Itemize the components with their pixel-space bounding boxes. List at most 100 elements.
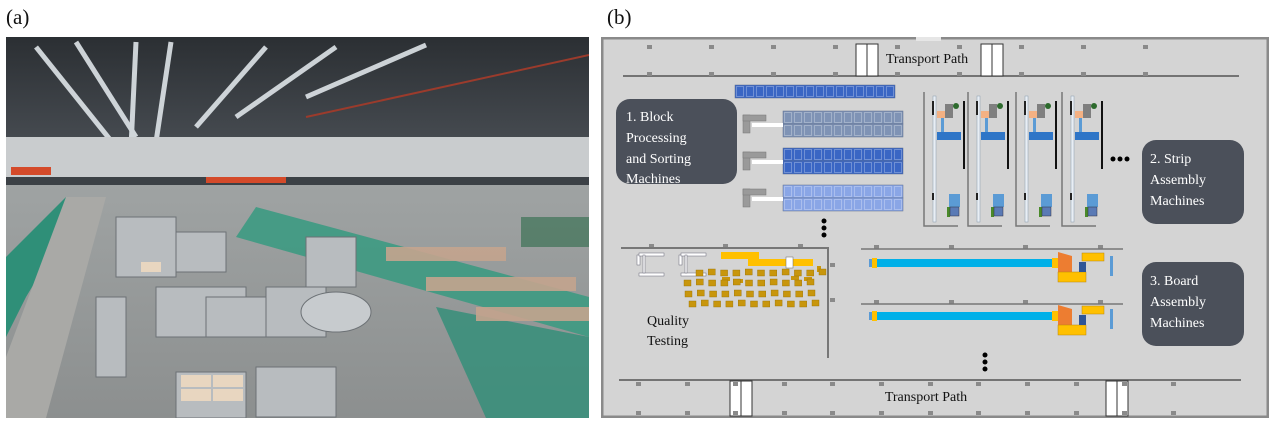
test-gate bbox=[785, 256, 794, 269]
storage-cell bbox=[866, 86, 874, 97]
doors bbox=[729, 43, 1129, 417]
skylights bbox=[34, 40, 427, 149]
storage-cell bbox=[884, 162, 892, 173]
storage-cell bbox=[804, 186, 812, 197]
storage-cell bbox=[884, 186, 892, 197]
conveyor-rows bbox=[386, 247, 589, 321]
storage-cell bbox=[784, 125, 792, 136]
pillar bbox=[949, 245, 954, 249]
pillar bbox=[957, 45, 962, 49]
door bbox=[740, 380, 753, 417]
strip-sensor bbox=[953, 103, 959, 109]
quality-box bbox=[709, 290, 717, 298]
pillar bbox=[976, 411, 981, 415]
quality-box bbox=[794, 269, 802, 277]
strip-machine-frame bbox=[923, 92, 958, 227]
storage-cell bbox=[814, 162, 822, 173]
strip-head bbox=[981, 111, 990, 118]
storage-cell bbox=[834, 186, 842, 197]
quality-box bbox=[744, 268, 753, 276]
pillars bbox=[636, 45, 1176, 415]
quality-box bbox=[794, 279, 802, 287]
storage-cell bbox=[784, 162, 792, 173]
quality-box bbox=[782, 279, 790, 287]
storage-cell bbox=[794, 125, 802, 136]
storage-cell bbox=[864, 186, 872, 197]
strip-guide bbox=[1055, 101, 1057, 169]
board-stop bbox=[1052, 311, 1058, 321]
storage-cell bbox=[816, 86, 824, 97]
strip-box bbox=[993, 206, 1004, 217]
transport-path-top-label: Transport Path bbox=[886, 52, 968, 67]
strip-machine-frame bbox=[967, 92, 1002, 227]
storage-cell bbox=[886, 86, 894, 97]
pillar bbox=[723, 244, 728, 248]
strip-guide bbox=[1007, 101, 1009, 169]
strip-head bbox=[1075, 111, 1084, 118]
storage-cell bbox=[804, 199, 812, 210]
storage-cell bbox=[874, 162, 882, 173]
pillar bbox=[1081, 72, 1086, 76]
quality-box bbox=[769, 278, 778, 286]
door bbox=[855, 43, 868, 77]
board-conveyor bbox=[877, 312, 1052, 320]
quality-box bbox=[806, 278, 815, 286]
strip-base bbox=[1039, 207, 1042, 217]
strip-spindle bbox=[1033, 118, 1036, 132]
storage-rack bbox=[782, 147, 904, 162]
storage-rack bbox=[782, 110, 904, 125]
quality-box bbox=[757, 269, 765, 277]
pillar bbox=[709, 72, 714, 76]
quality-box bbox=[811, 299, 820, 307]
pillar bbox=[928, 411, 933, 415]
strip-machine-frame bbox=[1015, 92, 1050, 227]
strip-conveyor bbox=[1075, 132, 1099, 140]
storage-cell bbox=[844, 199, 852, 210]
storage-cell bbox=[844, 149, 852, 160]
storage-cell bbox=[856, 86, 864, 97]
board-feeder bbox=[869, 259, 873, 267]
storage-cell bbox=[844, 162, 852, 173]
board-stop bbox=[1052, 258, 1058, 268]
storage-cell bbox=[854, 186, 862, 197]
quality-box bbox=[720, 279, 729, 287]
quality-box bbox=[697, 289, 705, 297]
sorting-arm bbox=[742, 188, 767, 196]
quality-box bbox=[721, 290, 730, 298]
storage-cell bbox=[864, 199, 872, 210]
strip-head bbox=[937, 111, 946, 118]
walkway-rail bbox=[6, 197, 106, 418]
pillar bbox=[949, 300, 954, 304]
storage-cell bbox=[794, 199, 802, 210]
block-processing-zone bbox=[734, 84, 904, 212]
storage-cell bbox=[784, 149, 792, 160]
strip-motor bbox=[945, 104, 953, 118]
strip-box bbox=[1087, 206, 1098, 217]
quality-box bbox=[701, 299, 709, 307]
pillar bbox=[733, 411, 738, 415]
storage-cell bbox=[854, 162, 862, 173]
strip-box bbox=[1041, 206, 1052, 217]
quality-box bbox=[696, 278, 704, 286]
test-stand bbox=[642, 254, 646, 274]
strip-marker bbox=[976, 193, 978, 200]
factory-layout-diagram: Transport Path Transport Path Quality Te… bbox=[601, 37, 1269, 418]
strip-motor bbox=[989, 104, 997, 118]
pillar bbox=[709, 45, 714, 49]
pillar bbox=[1074, 411, 1079, 415]
zone-label-block-line4: Machines bbox=[626, 172, 680, 187]
storage-cell bbox=[766, 86, 774, 97]
board-output bbox=[1057, 271, 1087, 283]
factory-photo bbox=[6, 37, 589, 418]
zone-label-strip-line3: Machines bbox=[1150, 194, 1204, 209]
quality-box bbox=[745, 279, 753, 287]
test-stand bbox=[678, 254, 683, 266]
strip-motor bbox=[1037, 104, 1045, 118]
storage-cell bbox=[854, 149, 862, 160]
storage-cell bbox=[854, 112, 862, 123]
pillar bbox=[733, 382, 738, 386]
pillar bbox=[1019, 45, 1024, 49]
quality-box bbox=[708, 268, 716, 276]
test-stand bbox=[636, 254, 641, 266]
pillar bbox=[685, 382, 690, 386]
